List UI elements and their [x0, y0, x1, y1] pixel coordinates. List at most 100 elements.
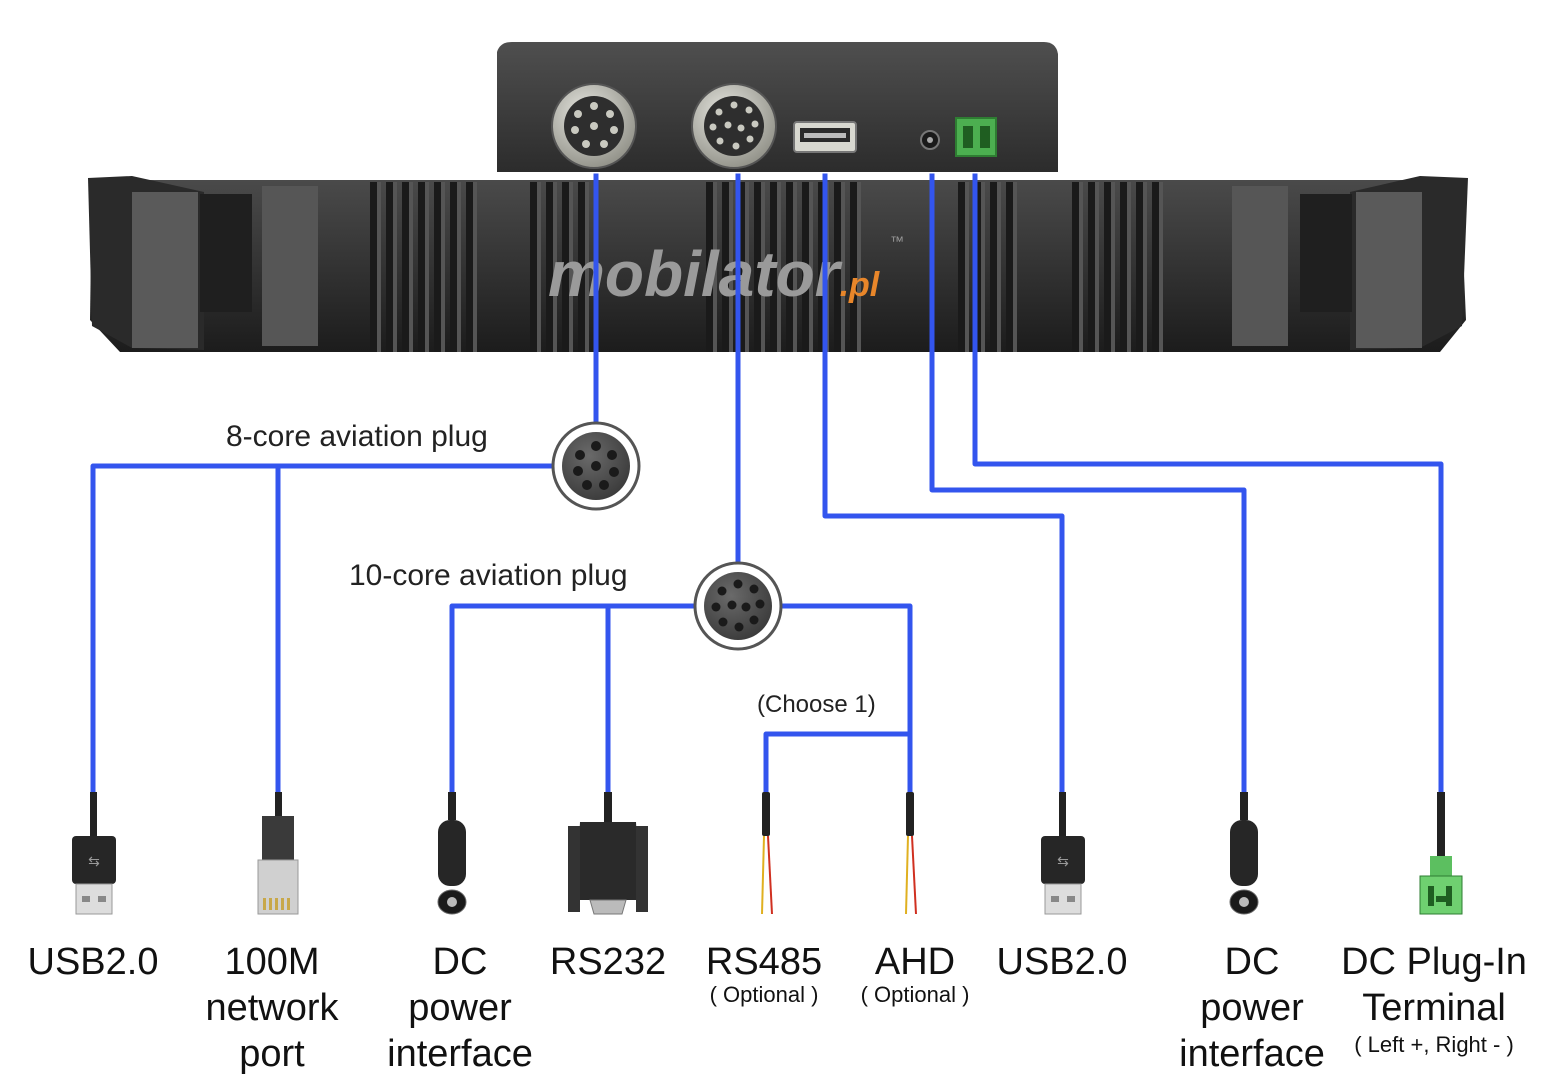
vent-rib — [418, 182, 425, 352]
connector-label-line: interface — [1179, 1033, 1325, 1075]
brand-trademark: ™ — [890, 233, 904, 249]
vent-rib-highlight — [1013, 182, 1017, 352]
vent-ribs — [370, 182, 1163, 352]
aviation-plug-10-icon — [693, 561, 783, 651]
vent-rib-highlight — [393, 182, 397, 352]
vent-rib-highlight — [713, 182, 717, 352]
connector-dc-2 — [1229, 792, 1259, 915]
vent-rib — [834, 182, 841, 352]
vent-rib — [370, 182, 377, 352]
vent-rib-highlight — [409, 182, 413, 352]
vent-rib-highlight — [585, 182, 589, 352]
vent-rib — [562, 182, 569, 352]
dc-jack-icon — [920, 130, 940, 150]
vent-rib-highlight — [1079, 182, 1083, 352]
bare-wire-icon — [761, 792, 773, 915]
vent-rib — [386, 182, 393, 352]
vent-rib-highlight — [553, 182, 557, 352]
vent-rib-highlight — [441, 182, 445, 352]
vent-rib-highlight — [841, 182, 845, 352]
vent-rib — [402, 182, 409, 352]
connector-label-line: DC — [1225, 941, 1280, 983]
connector-label-line: power — [1200, 987, 1304, 1029]
terminal-plug-icon — [1419, 792, 1463, 915]
connector-sublabel: ( Optional ) — [861, 982, 970, 1007]
brand-name: mobilator — [548, 238, 843, 310]
vent-rib-highlight — [981, 182, 985, 352]
connector-label-line: RS485 — [706, 941, 822, 983]
vent-rib-highlight — [729, 182, 733, 352]
left-bumper — [88, 176, 318, 350]
connector-label-line: 100M — [224, 941, 319, 983]
usb-connector-icon: ⇆ — [72, 792, 116, 915]
vent-rib-highlight — [457, 182, 461, 352]
vent-rib-highlight — [809, 182, 813, 352]
brand-suffix: .pl — [840, 266, 881, 304]
vent-rib — [450, 182, 457, 352]
plug-8core-label: 8-core aviation plug — [226, 420, 488, 453]
vent-rib — [434, 182, 441, 352]
usb-port-icon — [793, 121, 857, 153]
vent-rib — [546, 182, 553, 352]
vent-rib-highlight — [1143, 182, 1147, 352]
aviation-plug-10-icon — [691, 83, 777, 169]
wire-10core-dc — [449, 603, 703, 795]
dc-connector-icon — [1229, 792, 1259, 915]
vent-rib-highlight — [1127, 182, 1131, 352]
wire-terminal — [972, 173, 1444, 795]
vent-rib-highlight — [965, 182, 969, 352]
vent-rib — [958, 182, 965, 352]
connector-rj45 — [257, 792, 299, 915]
vent-rib-highlight — [745, 182, 749, 352]
vent-rib-highlight — [1095, 182, 1099, 352]
vent-rib — [578, 182, 585, 352]
vent-rib — [1006, 182, 1013, 352]
wire-8core-usb — [90, 463, 563, 795]
connector-dc-1 — [437, 792, 467, 915]
connector-sublabel: ( Left +, Right - ) — [1354, 1032, 1514, 1057]
vent-rib — [1120, 182, 1127, 352]
vent-rib — [850, 182, 857, 352]
usb-connector-icon: ⇆ — [1041, 792, 1085, 915]
vent-rib-highlight — [569, 182, 573, 352]
connector-label-line: power — [408, 987, 512, 1029]
vent-rib — [802, 182, 809, 352]
vent-rib — [530, 182, 537, 352]
vent-rib — [466, 182, 473, 352]
connector-ahd — [905, 792, 917, 915]
db9-connector-icon — [568, 792, 648, 915]
bare-wire-icon — [905, 792, 917, 915]
connector-label-line: network — [205, 987, 339, 1029]
svg-text:⇆: ⇆ — [88, 853, 100, 869]
connector-label-line: interface — [387, 1033, 533, 1075]
vent-rib — [1104, 182, 1111, 352]
rj45-connector-icon — [257, 792, 299, 915]
vent-rib-highlight — [473, 182, 477, 352]
vent-rib-highlight — [997, 182, 1001, 352]
vent-rib — [770, 182, 777, 352]
vent-rib-highlight — [761, 182, 765, 352]
connector-label-line: DC Plug-In — [1341, 941, 1527, 983]
plug-10core: 10-core aviation plug — [349, 559, 783, 651]
vent-rib-highlight — [793, 182, 797, 352]
vent-rib — [1136, 182, 1143, 352]
vent-rib — [722, 182, 729, 352]
vent-rib-highlight — [857, 182, 861, 352]
vent-rib-highlight — [1111, 182, 1115, 352]
vent-rib — [706, 182, 713, 352]
connector-label-line: AHD — [875, 941, 955, 983]
vent-rib — [786, 182, 793, 352]
wiring — [90, 173, 1444, 795]
connector-usb-1: ⇆ — [72, 792, 116, 915]
vent-rib — [818, 182, 825, 352]
dc-connector-icon — [437, 792, 467, 915]
vent-rib — [1152, 182, 1159, 352]
vent-rib — [738, 182, 745, 352]
aviation-plug-8-icon — [551, 421, 641, 511]
wire-usb-2 — [822, 173, 1065, 795]
vent-rib — [990, 182, 997, 352]
wire-dc-2 — [929, 173, 1247, 795]
choose-one-note: (Choose 1) — [757, 691, 876, 718]
vent-rib — [754, 182, 761, 352]
